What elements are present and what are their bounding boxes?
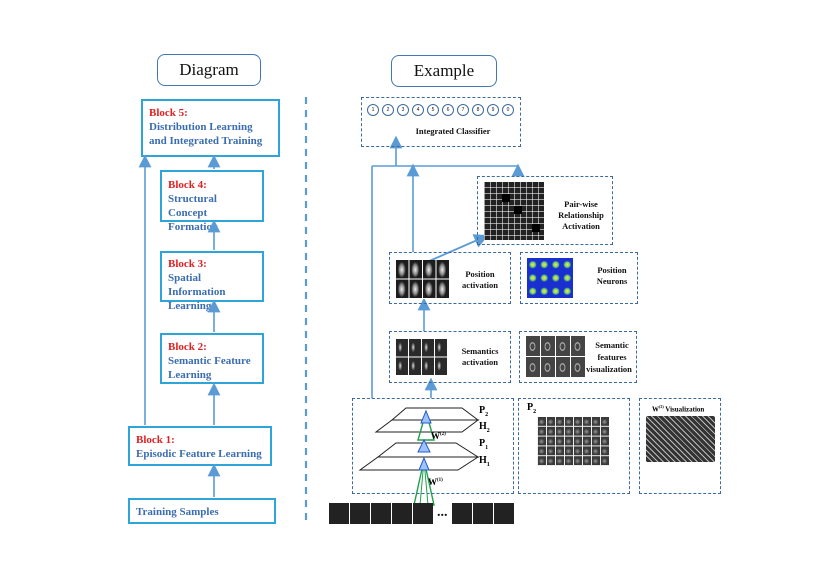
pairwise-line-1: Pair-wise bbox=[564, 199, 598, 209]
label-p2: P2 bbox=[479, 405, 489, 418]
classifier-digit-1: 1 bbox=[367, 104, 379, 116]
block-1-title: Block 1: bbox=[136, 434, 175, 446]
block-1-line-1: Episodic Feature Learning bbox=[136, 448, 262, 460]
semantic-features-line-1: Semantic bbox=[595, 340, 629, 350]
pairwise-black-cell-1 bbox=[502, 194, 510, 202]
block-5-line-1: Distribution Learning bbox=[149, 121, 253, 133]
diagram-header: Diagram bbox=[157, 54, 261, 86]
pyramid-lower bbox=[418, 456, 430, 471]
classifier-digit-0: 0 bbox=[502, 104, 514, 116]
integrated-classifier-label: Integrated Classifier bbox=[415, 126, 491, 136]
block-5-title: Block 5: bbox=[149, 107, 188, 119]
block-1: Block 1: Episodic Feature Learning bbox=[128, 426, 272, 466]
block-4-line-2: Formation bbox=[168, 221, 219, 233]
semantics-activation-box bbox=[389, 331, 511, 383]
w-visualization-panel bbox=[639, 398, 721, 494]
network-box bbox=[352, 398, 514, 494]
classifier-digit-4: 4 bbox=[412, 104, 424, 116]
classifier-digit-6: 6 bbox=[442, 104, 454, 116]
block-5-line-2: and Integrated Training bbox=[149, 135, 263, 147]
block-4: Block 4: Structural Concept Formation bbox=[160, 170, 264, 233]
position-neurons-line-2: Neurons bbox=[596, 276, 628, 286]
semantic-features-image bbox=[525, 336, 585, 378]
training-samples-box: Training Samples bbox=[128, 498, 276, 524]
block-3-line-2: Learning bbox=[168, 300, 212, 312]
classifier-digit-2: 2 bbox=[382, 104, 394, 116]
classifier-digit-5: 5 bbox=[427, 104, 439, 116]
position-neurons-line-1: Position bbox=[597, 265, 627, 275]
layer-h1-plane bbox=[358, 456, 480, 471]
label-p1: P1 bbox=[479, 438, 489, 451]
position-activation-line-2: activation bbox=[462, 280, 498, 290]
block-2-title: Block 2: bbox=[168, 341, 207, 353]
arrow-pos-to-pairwise bbox=[426, 234, 489, 263]
block-2-line-1: Semantic Feature bbox=[168, 355, 251, 367]
classifier-digit-3: 3 bbox=[397, 104, 409, 116]
semantic-features-line-2: features bbox=[597, 352, 627, 362]
block-3: Block 3: Spatial Information Learning bbox=[160, 251, 264, 312]
position-activation-line-1: Position bbox=[465, 269, 495, 279]
pairwise-black-cell-2 bbox=[514, 206, 522, 214]
pairwise-black-cell-3 bbox=[532, 224, 540, 232]
block-4-line-1: Structural Concept bbox=[168, 193, 217, 219]
p2-panel-image bbox=[537, 417, 609, 466]
label-w1: W(1) bbox=[428, 477, 443, 487]
block-2: Block 2: Semantic Feature Learning bbox=[160, 333, 264, 384]
position-neurons-box bbox=[520, 252, 638, 304]
semantics-activation-line-2: activation bbox=[462, 357, 498, 367]
w-visualization-image bbox=[646, 416, 715, 462]
example-header: Example bbox=[391, 55, 497, 87]
w-visualization-label: W(2) Visualization bbox=[652, 404, 705, 414]
pairwise-box bbox=[477, 176, 613, 245]
block-3-line-1: Spatial Information bbox=[168, 272, 226, 298]
position-activation-image bbox=[395, 260, 449, 299]
digit-strip-right bbox=[451, 503, 514, 524]
p2-panel bbox=[518, 398, 630, 494]
pairwise-line-3: Activation bbox=[562, 221, 600, 231]
digit-strip-left bbox=[328, 503, 433, 524]
label-w2: W(2) bbox=[431, 431, 446, 441]
semantics-activation-line-1: Semantics bbox=[461, 346, 499, 356]
label-h1: H1 bbox=[479, 455, 490, 468]
layer-h2-plane bbox=[374, 419, 480, 433]
label-h2: H2 bbox=[479, 421, 490, 434]
classifier-digit-8: 8 bbox=[472, 104, 484, 116]
block-2-line-2: Learning bbox=[168, 369, 212, 381]
position-neurons-image bbox=[527, 258, 573, 298]
pairwise-line-2: Relationship bbox=[558, 210, 604, 220]
pyramid-upper bbox=[420, 409, 432, 424]
pyramid-middle bbox=[417, 438, 431, 453]
block-3-title: Block 3: bbox=[168, 258, 207, 270]
classifier-digit-7: 7 bbox=[457, 104, 469, 116]
classifier-digit-9: 9 bbox=[487, 104, 499, 116]
semantic-features-line-3: visualization bbox=[586, 364, 632, 374]
semantics-activation-image bbox=[395, 339, 447, 376]
layer-p2-plane bbox=[390, 407, 480, 421]
block-4-title: Block 4: bbox=[168, 179, 207, 191]
integrated-classifier-box bbox=[361, 97, 521, 147]
block-5: Block 5: Distribution Learning and Integ… bbox=[141, 99, 280, 157]
training-samples-label: Training Samples bbox=[136, 506, 219, 518]
position-activation-box bbox=[389, 252, 511, 304]
p2-panel-label: P2 bbox=[527, 402, 537, 415]
w2-field bbox=[417, 409, 435, 441]
digit-strip-ellipsis: ... bbox=[437, 505, 448, 520]
semantic-features-box bbox=[519, 331, 637, 383]
